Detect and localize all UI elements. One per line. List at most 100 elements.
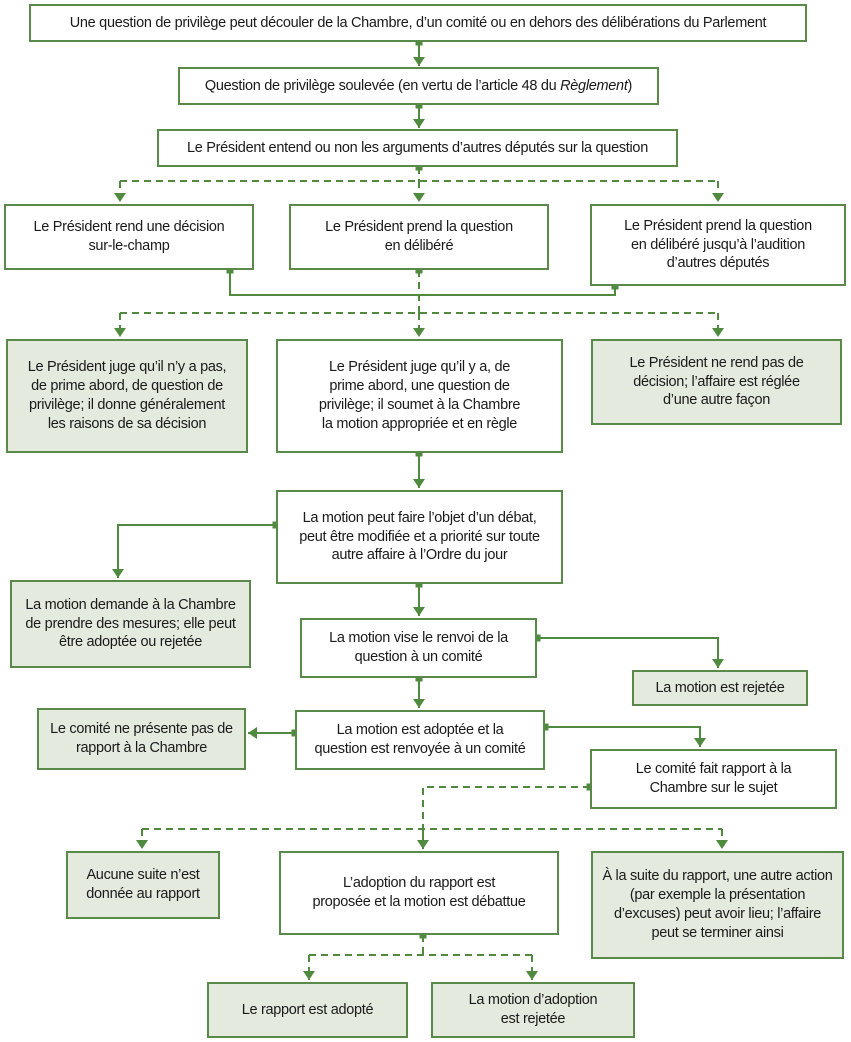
text-line: décision; l’affaire est réglée xyxy=(633,373,800,390)
text-line: La motion vise le renvoi de la xyxy=(329,630,508,647)
text-line: les raisons de sa décision xyxy=(47,415,207,432)
arrowhead xyxy=(114,328,126,337)
text-line: Le comité ne présente pas de xyxy=(50,721,233,738)
text-line: Le Président entend ou non les arguments… xyxy=(187,139,648,156)
text-line: L’adoption du rapport est xyxy=(342,875,496,892)
connector-anchor xyxy=(415,580,423,588)
motion-rejected-text: La motion est rejetée xyxy=(655,679,784,698)
node-speaker-hears: Le Président entend ou non les arguments… xyxy=(157,129,678,167)
connector-anchor xyxy=(415,266,423,274)
text-line: Le rapport est adopté xyxy=(241,1001,374,1018)
text-line: Le Président juge qu’il n’y a pas, xyxy=(27,359,227,376)
node-motion-rejected: La motion est rejetée xyxy=(632,670,808,706)
text-line: en délibéré jusqu’à l’audition xyxy=(630,236,805,253)
text-line: privilège; il donne généralement xyxy=(29,397,225,413)
text-line: donnée au rapport xyxy=(86,886,200,902)
text-line: sur-le-champ xyxy=(88,238,170,254)
text-line: la motion appropriée et en règle xyxy=(321,415,518,432)
text-line: proposée et la motion est débattue xyxy=(312,894,526,910)
arrowhead xyxy=(136,840,148,849)
arrowhead xyxy=(413,57,425,66)
motion-measures-text: La motion demande à la Chambre de prendre… xyxy=(25,596,236,653)
text-line: prime abord, une question de xyxy=(329,378,510,395)
node-no-follow-up: Aucune suite n’est donnée au rapport xyxy=(66,851,220,919)
prima-facie-text: Le Président juge qu’il y a, de prime abo… xyxy=(318,358,521,433)
node-motion-referral: La motion vise le renvoi de la question à… xyxy=(300,618,537,678)
text-line: question à un comité xyxy=(354,649,483,665)
arrowhead xyxy=(413,193,425,202)
arrowhead xyxy=(413,607,425,616)
text-line: est rejetée xyxy=(500,1011,566,1027)
arrowhead xyxy=(413,699,425,708)
text-line: La motion est adoptée et la xyxy=(336,722,504,739)
text-line: Le Président prend la question xyxy=(624,217,812,234)
node-motion-adopted: La motion est adoptée et la question est … xyxy=(295,710,545,770)
arrowhead xyxy=(526,971,538,980)
node-no-prima-facie: Le Président juge qu’il n’y a pas,de pri… xyxy=(6,339,248,453)
node-advisement-until-hearing: Le Président prend la question en délibér… xyxy=(590,204,846,286)
arrowhead xyxy=(413,479,425,488)
adoption-rejected-text: La motion d’adoption est rejetée xyxy=(469,991,598,1029)
connector-19 xyxy=(545,726,701,747)
arrowhead xyxy=(112,569,124,578)
connector-7 xyxy=(229,270,616,296)
text-line: La motion peut faire l’objet d’un débat, xyxy=(302,509,537,526)
connector-anchor xyxy=(226,266,234,274)
text-line: Aucune suite n’est xyxy=(86,867,200,884)
text-line: rapport à la Chambre xyxy=(75,740,207,756)
adoption-proposed-text: L’adoption du rapport est proposée et la … xyxy=(312,874,525,912)
arrowhead xyxy=(114,193,126,202)
node-question-raised: Question de privilège soulevée (en vertu… xyxy=(178,67,659,105)
node-ruling-on-the-spot: Le Président rend une décision sur-le-cha… xyxy=(4,204,254,270)
node-other-action: À la suite du rapport, une autre action(… xyxy=(591,851,844,959)
node-prima-facie: Le Président juge qu’il y a, de prime abo… xyxy=(276,339,563,453)
node-adoption-proposed: L’adoption du rapport est proposée et la … xyxy=(279,851,559,935)
arrowhead xyxy=(716,840,728,849)
text-line: Le Président prend la question xyxy=(325,219,513,236)
text-line: Chambre sur le sujet xyxy=(649,780,778,796)
connector-anchor xyxy=(533,634,541,642)
text-line: privilège; il soumet à la Chambre xyxy=(318,397,521,413)
text-suffix: ) xyxy=(627,77,633,94)
no-report-text: Le comité ne présente pas de rapport à la… xyxy=(50,720,233,758)
connector-14 xyxy=(117,524,276,578)
hears-text: Le Président entend ou non les arguments… xyxy=(187,139,648,158)
text-line: question est renvoyée à un comité xyxy=(314,741,526,757)
report-adopted-text: Le rapport est adopté xyxy=(242,1001,374,1020)
text-line: Question de privilège soulevée (en vertu… xyxy=(205,77,632,96)
node-report-adopted: Le rapport est adopté xyxy=(207,982,408,1038)
arrowhead xyxy=(248,727,257,739)
text-line: de prendre des mesures; elle peut xyxy=(25,615,236,632)
no-follow-up-text: Aucune suite n’est donnée au rapport xyxy=(86,866,200,904)
connector-anchor xyxy=(415,449,423,457)
text-line: La motion d’adoption xyxy=(468,992,598,1009)
node-adoption-rejected: La motion d’adoption est rejetée xyxy=(431,982,635,1038)
no-prima-facie-text: Le Président juge qu’il n’y a pas,de pri… xyxy=(28,358,227,433)
connector-anchor xyxy=(415,101,423,109)
arrowhead xyxy=(712,659,724,668)
origin-text: Une question de privilège peut découler … xyxy=(69,14,767,33)
motion-referral-text: La motion vise le renvoi de la question à… xyxy=(329,629,508,667)
node-origin: Une question de privilège peut découler … xyxy=(29,4,807,42)
other-action-text: À la suite du rapport, une autre action(… xyxy=(602,867,832,942)
text-line: La motion demande à la Chambre xyxy=(25,596,236,613)
text-line: peut être modifiée et a priorité sur tou… xyxy=(299,528,540,545)
text-line: À la suite du rapport, une autre action xyxy=(602,868,833,885)
motion-adopted-text: La motion est adoptée et la question est … xyxy=(315,721,526,759)
text-line: Le Président rend une décision xyxy=(33,219,225,236)
text-line: Une question de privilège peut découler … xyxy=(69,14,767,31)
arrowhead xyxy=(694,738,706,747)
connector-anchor xyxy=(541,723,549,731)
connector-anchor xyxy=(415,38,423,46)
text-line: autre affaire à l’Ordre du jour xyxy=(331,547,508,564)
text-line: Le Président juge qu’il y a, de xyxy=(329,359,510,376)
text-line: être adoptée ou rejetée xyxy=(58,634,203,651)
text-line: peut se terminer ainsi xyxy=(651,924,784,941)
text-italic: Règlement xyxy=(560,77,628,94)
